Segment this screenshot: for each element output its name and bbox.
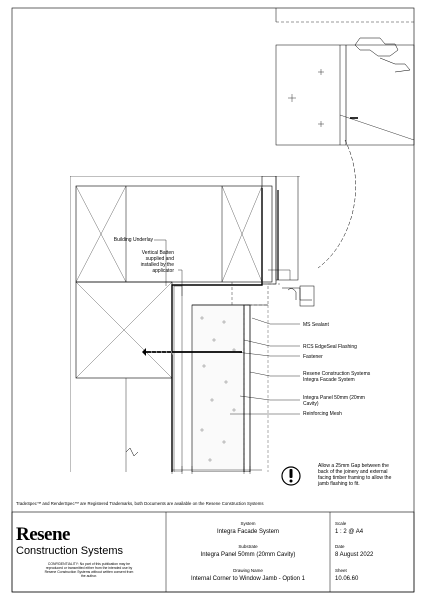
dimension-line (171, 466, 262, 474)
sheet-label: Sheet (335, 568, 348, 573)
confidentiality-3: Resene Construction Systems without writ… (45, 570, 134, 574)
label-integra-panel-2: Cavity) (303, 401, 319, 407)
label-vertical-batten-3: installed by the (141, 262, 175, 268)
drawing-name-label: Drawing Name (233, 568, 263, 573)
detail-callout-arc (317, 139, 356, 269)
main-detail (70, 176, 315, 472)
confidentiality-4: the author. (81, 574, 97, 578)
system-value: Integra Facade System (217, 529, 279, 535)
trademark-notice: TradeSpec™ and RenderSpec™ are Registere… (16, 501, 264, 506)
note-line-4: jamb flashing to fit. (317, 481, 360, 487)
logo-sub: Construction Systems (16, 545, 123, 557)
leader-lines (154, 239, 300, 415)
crosshair-marks (288, 69, 324, 127)
date-value: 8 August 2022 (335, 552, 374, 558)
confidentiality-1: CONFIDENTIALITY: No part of this publica… (48, 562, 130, 566)
drawing-name-value: Internal Corner to Window Jamb - Option … (191, 576, 306, 582)
label-reinforcing-mesh: Reinforcing Mesh (303, 411, 342, 417)
note-line-3: facing timber framing to allow the (318, 475, 392, 481)
warning-icon (281, 466, 301, 486)
note-line-2: back of the joinery and external (318, 469, 388, 475)
scale-label: Scale (335, 521, 347, 526)
date-label: Date (335, 544, 345, 549)
logo-brand: Resene (16, 524, 70, 545)
resene-logo: Resene Construction Systems (16, 524, 123, 557)
label-vertical-batten-1: Vertical Batten (142, 250, 174, 256)
system-label: System (240, 521, 255, 526)
scale-value: 1 : 2 @ A4 (335, 529, 364, 535)
label-vertical-batten-4: applicator (152, 268, 174, 274)
enlarged-detail (275, 8, 415, 269)
label-building-underlay: Building Underlay (114, 237, 154, 243)
substrate-value: Integra Panel 50mm (20mm Cavity) (201, 552, 296, 558)
confidentiality-2: reproduced or transmitted either from th… (46, 566, 133, 570)
label-integra-panel-1: Integra Panel 50mm (20mm (303, 395, 365, 401)
substrate-label: Substrate (238, 544, 258, 549)
label-fastener: Fastener (303, 354, 323, 360)
title-block-frame (11, 511, 415, 593)
panel-plus-marks (200, 316, 236, 462)
note-line-1: Allow a 25mm Gap between the (318, 463, 389, 469)
sheet-value: 10.06.60 (335, 576, 359, 582)
label-integra-system-2: Integra Facade System (303, 377, 355, 383)
label-ms-sealant: MS Sealant (303, 322, 329, 328)
label-vertical-batten-2: supplied and (146, 256, 175, 262)
label-integra-system-1: Resene Construction Systems (303, 371, 371, 377)
label-rcs-flashing: RCS EdgeSeal Flashing (303, 344, 357, 350)
